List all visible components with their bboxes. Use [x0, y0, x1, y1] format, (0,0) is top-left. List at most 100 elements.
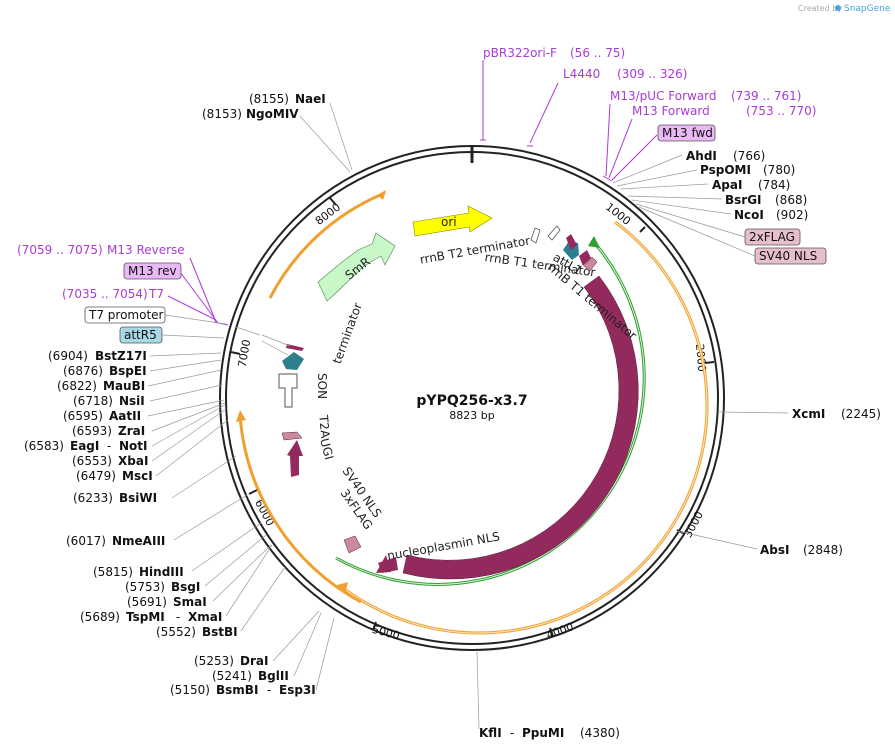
site-bglii[interactable]: BglII	[258, 669, 289, 683]
site-pspomi[interactable]: PspOMI	[700, 163, 751, 177]
site-naei[interactable]: NaeI	[295, 92, 326, 106]
ugi-feature	[287, 440, 303, 477]
site-ahdi[interactable]: AhdI	[686, 149, 717, 163]
attr5-leader	[161, 334, 225, 339]
site-ahdi-pos: (766)	[733, 149, 765, 163]
site-nmeaiii-pos: (6017)	[66, 534, 106, 548]
feature-leaders	[235, 326, 291, 356]
primer-pbr-name[interactable]: pBR322ori-F	[483, 46, 557, 60]
site-bspei[interactable]: BspEI	[109, 364, 147, 378]
primer-m13rev-name[interactable]: M13 Reverse	[107, 243, 185, 257]
son-label: SON	[315, 373, 329, 399]
site-bsmbi[interactable]: BsmBI	[216, 683, 258, 697]
site-esp3i[interactable]: Esp3I	[279, 683, 316, 697]
site-apai[interactable]: ApaI	[712, 178, 742, 192]
primer-m13fwd-name[interactable]: M13 Forward	[632, 104, 710, 118]
site-absi[interactable]: AbsI	[760, 543, 789, 557]
site-ppumi[interactable]: PpuMI	[522, 726, 564, 740]
primer-m13rev-box[interactable]	[123, 262, 182, 280]
site-noti[interactable]: NotI	[119, 439, 148, 453]
cas-green-arc-arrowhead	[588, 236, 600, 248]
primer-t7-name[interactable]: T7	[148, 287, 164, 301]
site-aatii-pos: (6595)	[63, 409, 103, 423]
plasmid-size: 8823 bp	[449, 409, 494, 422]
primer-leaders	[167, 60, 658, 326]
primer-m13fwd-box-label: M13 fwd	[662, 126, 713, 140]
site-msci[interactable]: MscI	[122, 469, 153, 483]
site-xbai[interactable]: XbaI	[118, 454, 148, 468]
site-leaders-left	[147, 352, 335, 691]
site-naei-pos: (8155)	[249, 92, 289, 106]
site-tspmi-sep: -	[176, 610, 180, 624]
site-leaders-right	[476, 154, 789, 730]
site-xmai[interactable]: XmaI	[188, 610, 222, 624]
site-bstbi[interactable]: BstBI	[202, 625, 238, 639]
rrnb-t1-feature	[547, 225, 561, 241]
site-bsiwi[interactable]: BsiWI	[119, 491, 157, 505]
primer-m13rev-box-label: M13 rev	[128, 264, 177, 278]
primer-pbr-range: (56 .. 75)	[570, 46, 625, 60]
site-maubi-pos: (6822)	[57, 379, 97, 393]
primer-l4440-range: (309 .. 326)	[617, 67, 687, 81]
site-zrai[interactable]: ZraI	[118, 424, 145, 438]
ori-label: ori	[441, 215, 457, 229]
terminator-feature	[286, 344, 304, 351]
primer-m13puc-name[interactable]: M13/pUC Forward	[610, 89, 717, 103]
site-apai-pos: (784)	[758, 178, 790, 192]
site-ngomiv[interactable]: NgoMIV	[246, 107, 299, 121]
tick-marks	[230, 197, 715, 637]
site-bstz17i[interactable]: BstZ17I	[95, 349, 147, 363]
site-bsgi-pos: (5753)	[125, 580, 165, 594]
primer-m13puc-range: (739 .. 761)	[731, 89, 801, 103]
np-nls-feature	[376, 555, 391, 573]
t7-promoter-leader	[164, 314, 227, 325]
site-absi-pos: (2848)	[803, 543, 843, 557]
t2a-label: T2A	[316, 414, 332, 440]
primer-m13fwd-box[interactable]	[657, 124, 716, 142]
site-bstbi-pos: (5552)	[156, 625, 196, 639]
site-bsiwi-pos: (6233)	[73, 491, 113, 505]
site-bstz17i-pos: (6904)	[48, 349, 88, 363]
rrnb-t2-feature	[530, 227, 541, 244]
site-xcmi-pos: (2245)	[841, 407, 881, 421]
ori-feature	[412, 205, 493, 237]
primer-t7-range: (7035 .. 7054)	[62, 287, 148, 301]
sv40-small-feature	[579, 250, 591, 266]
site-maubi[interactable]: MauBI	[103, 379, 145, 393]
brand-text: SnapGene	[844, 4, 891, 14]
site-kfli-sep: -	[510, 726, 514, 740]
site-drai[interactable]: DraI	[240, 654, 268, 668]
primer-m13fwd-range: (753 .. 770)	[746, 104, 816, 118]
orf-arc-left-arrowhead	[236, 410, 246, 422]
site-aatii[interactable]: AatII	[109, 409, 141, 423]
site-smai[interactable]: SmaI	[173, 595, 207, 609]
orf-arc-left	[238, 414, 362, 604]
sv40nls-box-label: SV40 NLS	[759, 249, 817, 263]
site-eagi[interactable]: EagI	[70, 439, 99, 453]
t7-promoter-label: T7 promoter	[88, 308, 164, 322]
site-naei-leader	[329, 102, 353, 171]
site-xcmi[interactable]: XcmI	[792, 407, 825, 421]
xcas9-label: xCas9-3.7	[614, 490, 656, 549]
plasmid-name: pYPQ256-x3.7	[416, 393, 527, 409]
flag-small-feature	[583, 256, 598, 272]
primer-l4440-name[interactable]: L4440	[563, 67, 600, 81]
site-ncoi[interactable]: NcoI	[734, 208, 764, 222]
attr5-feature-marker	[282, 352, 304, 370]
tick-label-3000: 3000	[681, 509, 706, 540]
site-bsgi[interactable]: BsgI	[171, 580, 200, 594]
site-hindiii-pos: (5815)	[93, 565, 133, 579]
site-nsii[interactable]: NsiI	[119, 394, 145, 408]
site-eagi-pos: (6583)	[24, 439, 64, 453]
site-hindiii[interactable]: HindIII	[139, 565, 184, 579]
site-nmeaiii[interactable]: NmeAIII	[112, 534, 165, 548]
primer-m13rev-range: (7059 .. 7075)	[17, 243, 103, 257]
site-bsrgi[interactable]: BsrGI	[725, 193, 762, 207]
site-bsmbi-sep: -	[267, 683, 271, 697]
site-ncoi-pos: (902)	[776, 208, 808, 222]
attl1-small-feature	[566, 234, 577, 250]
site-kfli[interactable]: KflI	[479, 726, 502, 740]
site-tspmi[interactable]: TspMI	[126, 610, 165, 624]
site-kfli-pos: (4380)	[580, 726, 620, 740]
t2a-feature	[281, 431, 303, 441]
